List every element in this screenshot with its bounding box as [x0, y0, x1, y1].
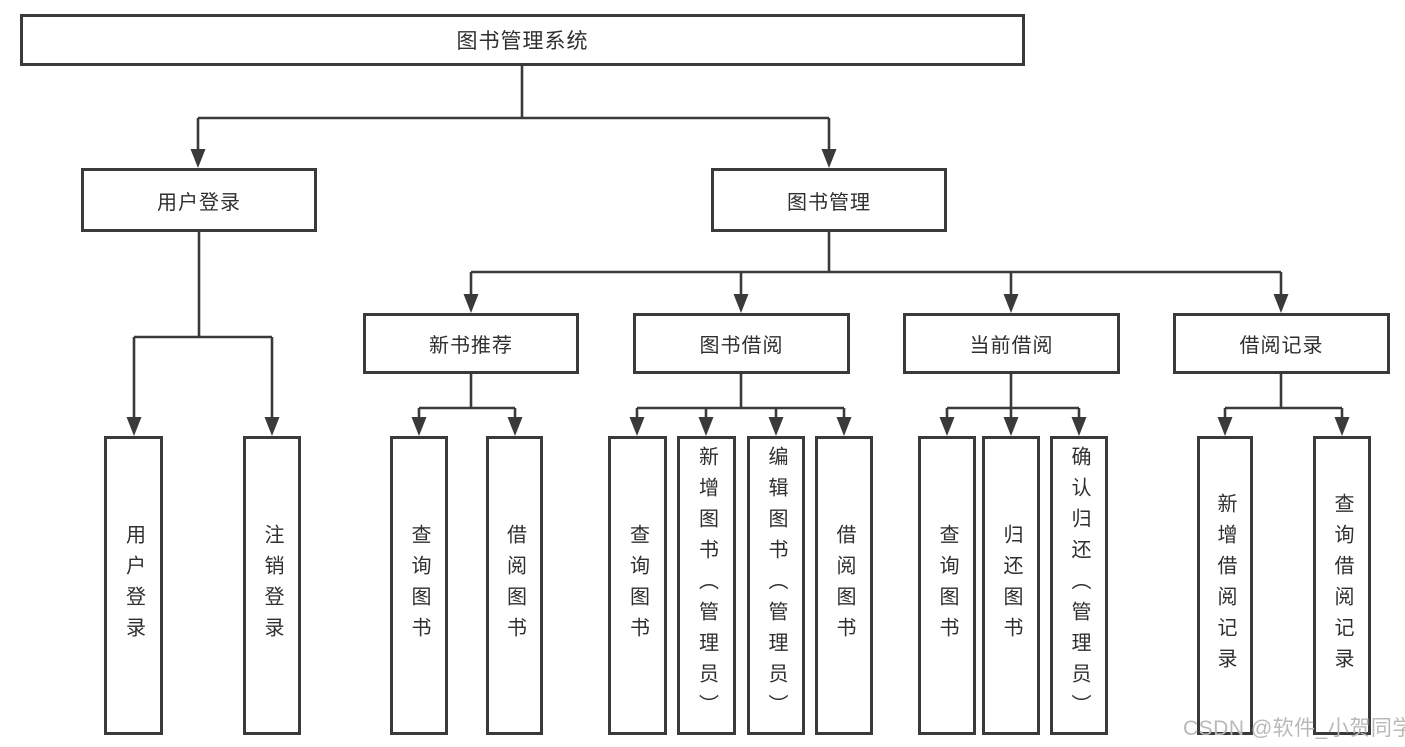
node-user-login-label: 用户登录	[157, 191, 241, 214]
node-borrow-records: 借阅记录	[1173, 313, 1390, 374]
leaf-query-borrow-record-label: 查询借阅记录	[1331, 492, 1353, 679]
node-user-login: 用户登录	[81, 168, 317, 232]
leaf-query-borrow-record: 查询借阅记录	[1313, 436, 1371, 735]
leaf-return-books-label: 归还图书	[1000, 523, 1022, 648]
node-new-book-recommend-label: 新书推荐	[429, 335, 513, 357]
leaf-current-query-books: 查询图书	[918, 436, 976, 735]
leaf-confirm-return-admin: 确认归还（管理员）	[1050, 436, 1108, 735]
leaf-recommend-borrow-books-label: 借阅图书	[503, 523, 526, 648]
leaf-add-borrow-record: 新增借阅记录	[1197, 436, 1253, 735]
leaf-recommend-query-books-label: 查询图书	[408, 523, 430, 648]
node-book-borrow-label: 图书借阅	[699, 335, 784, 357]
node-current-borrow-label: 当前借阅	[969, 335, 1054, 357]
leaf-user-login: 用户登录	[104, 436, 163, 735]
leaf-add-books-admin-label: 新增图书（管理员）	[695, 446, 718, 725]
leaf-borrow-borrow-books: 借阅图书	[815, 436, 873, 735]
leaf-recommend-query-books: 查询图书	[390, 436, 448, 735]
node-new-book-recommend: 新书推荐	[363, 313, 579, 374]
node-current-borrow: 当前借阅	[903, 313, 1120, 374]
leaf-add-borrow-record-label: 新增借阅记录	[1214, 492, 1236, 679]
leaf-borrow-borrow-books-label: 借阅图书	[833, 523, 855, 648]
leaf-add-books-admin: 新增图书（管理员）	[677, 436, 736, 735]
leaf-borrow-query-books: 查询图书	[608, 436, 667, 735]
leaf-logout: 注销登录	[243, 436, 301, 735]
leaf-user-login-label: 用户登录	[122, 523, 145, 648]
leaf-edit-books-admin-label: 编辑图书（管理员）	[765, 446, 787, 725]
node-root-label: 图书管理系统	[456, 30, 589, 53]
leaf-borrow-query-books-label: 查询图书	[626, 523, 649, 648]
node-book-borrow: 图书借阅	[633, 313, 850, 374]
node-root: 图书管理系统	[20, 14, 1025, 66]
node-book-management-label: 图书管理	[787, 191, 871, 214]
node-borrow-records-label: 借阅记录	[1239, 335, 1324, 357]
leaf-edit-books-admin: 编辑图书（管理员）	[747, 436, 805, 735]
arrowhead-icons	[126, 149, 1350, 436]
leaf-logout-label: 注销登录	[261, 523, 283, 648]
node-book-management: 图书管理	[711, 168, 947, 232]
leaf-recommend-borrow-books: 借阅图书	[486, 436, 543, 735]
leaf-current-query-books-label: 查询图书	[936, 523, 958, 648]
leaf-confirm-return-admin-label: 确认归还（管理员）	[1068, 446, 1090, 725]
watermark: CSDN @软件_小贺同学	[1183, 717, 1405, 740]
leaf-return-books: 归还图书	[982, 436, 1040, 735]
